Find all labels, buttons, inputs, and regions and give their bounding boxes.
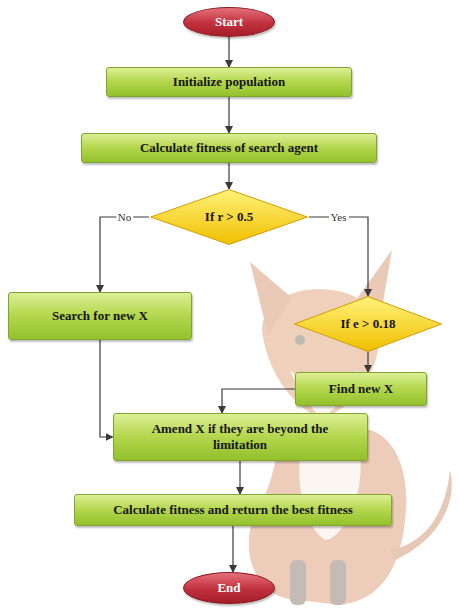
node-text: Search for new X bbox=[52, 308, 148, 324]
process-box: Calculate fitness of search agent bbox=[81, 133, 377, 163]
process-box: Search for new X bbox=[8, 292, 192, 340]
flow-arrow bbox=[367, 352, 368, 372]
node-text: If r > 0.5 bbox=[205, 209, 253, 225]
flow-arrow bbox=[309, 217, 368, 296]
flow-arrow bbox=[100, 217, 149, 292]
node-text: Amend X if they are beyond the limitatio… bbox=[125, 421, 356, 452]
edge-label: Yes bbox=[328, 211, 348, 223]
node-text: Calculate fitness and return the best fi… bbox=[113, 502, 353, 518]
node-text: Initialize population bbox=[173, 74, 285, 90]
flow-arrow bbox=[100, 340, 113, 437]
flow-arrow bbox=[239, 461, 240, 494]
decision-diamond: If r > 0.5 bbox=[149, 189, 309, 245]
node-text: End bbox=[217, 580, 240, 596]
node-text: Start bbox=[215, 14, 243, 30]
decision-diamond: If e > 0.18 bbox=[293, 296, 443, 352]
process-box: Initialize population bbox=[106, 67, 352, 97]
node-text: If e > 0.18 bbox=[340, 316, 395, 332]
flow-arrow bbox=[228, 37, 229, 67]
node-text: Find new X bbox=[329, 381, 393, 397]
edge-label: No bbox=[116, 211, 133, 223]
process-box: Find new X bbox=[295, 372, 427, 406]
process-box: Calculate fitness and return the best fi… bbox=[74, 494, 392, 526]
process-box: Amend X if they are beyond the limitatio… bbox=[113, 413, 368, 461]
node-text: Calculate fitness of search agent bbox=[140, 140, 318, 156]
flow-arrow bbox=[228, 163, 229, 189]
terminal-oval: Start bbox=[183, 7, 275, 37]
flow-arrow bbox=[228, 97, 229, 133]
flow-arrow bbox=[222, 389, 295, 413]
flow-arrow bbox=[232, 526, 233, 572]
terminal-oval: End bbox=[183, 572, 275, 604]
